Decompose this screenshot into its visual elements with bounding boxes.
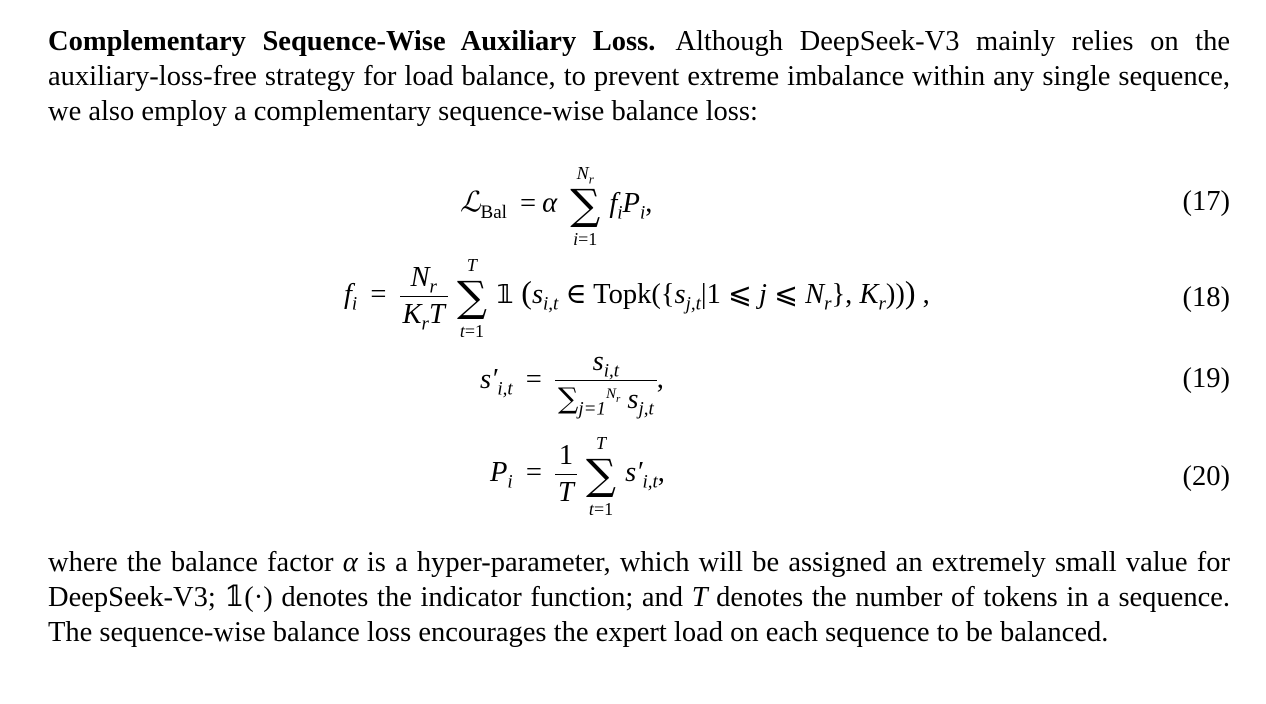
closing-text-3: denotes the indicator function; and	[272, 582, 692, 613]
closing-text-2: is a hyper-parameter, which will be assi…	[48, 547, 1230, 613]
equation-17: ℒBal =α Nr∑i=1 fiPi, (17)	[460, 163, 1230, 249]
equation-number: (19)	[1182, 363, 1230, 394]
equation-19: s′i,t = si,t∑j=1Nr sj,t, (19)	[480, 346, 1230, 420]
equation-number: (17)	[1182, 186, 1230, 217]
equation-number: (20)	[1182, 461, 1230, 492]
closing-text-1: where the balance factor	[48, 547, 343, 578]
closing-section: where the balance factor α is a hyper-pa…	[48, 545, 1230, 650]
equation-number: (18)	[1182, 282, 1230, 313]
intro-text: Although DeepSeek-V3 mainly relies on th…	[48, 26, 1231, 127]
T-symbol: T	[691, 582, 708, 613]
intro-paragraph: Complementary Sequence-Wise Auxiliary Lo…	[48, 24, 1230, 129]
paragraph-title: Complementary Sequence-Wise Auxiliary Lo…	[48, 26, 656, 57]
paper-section: Complementary Sequence-Wise Auxiliary Lo…	[48, 24, 1230, 129]
alpha-symbol: α	[342, 547, 358, 578]
closing-text-4: denotes the number of tokens in a sequen…	[48, 582, 1231, 648]
indicator-symbol: 𝟙(·)	[224, 582, 273, 613]
closing-paragraph: where the balance factor α is a hyper-pa…	[48, 545, 1230, 650]
